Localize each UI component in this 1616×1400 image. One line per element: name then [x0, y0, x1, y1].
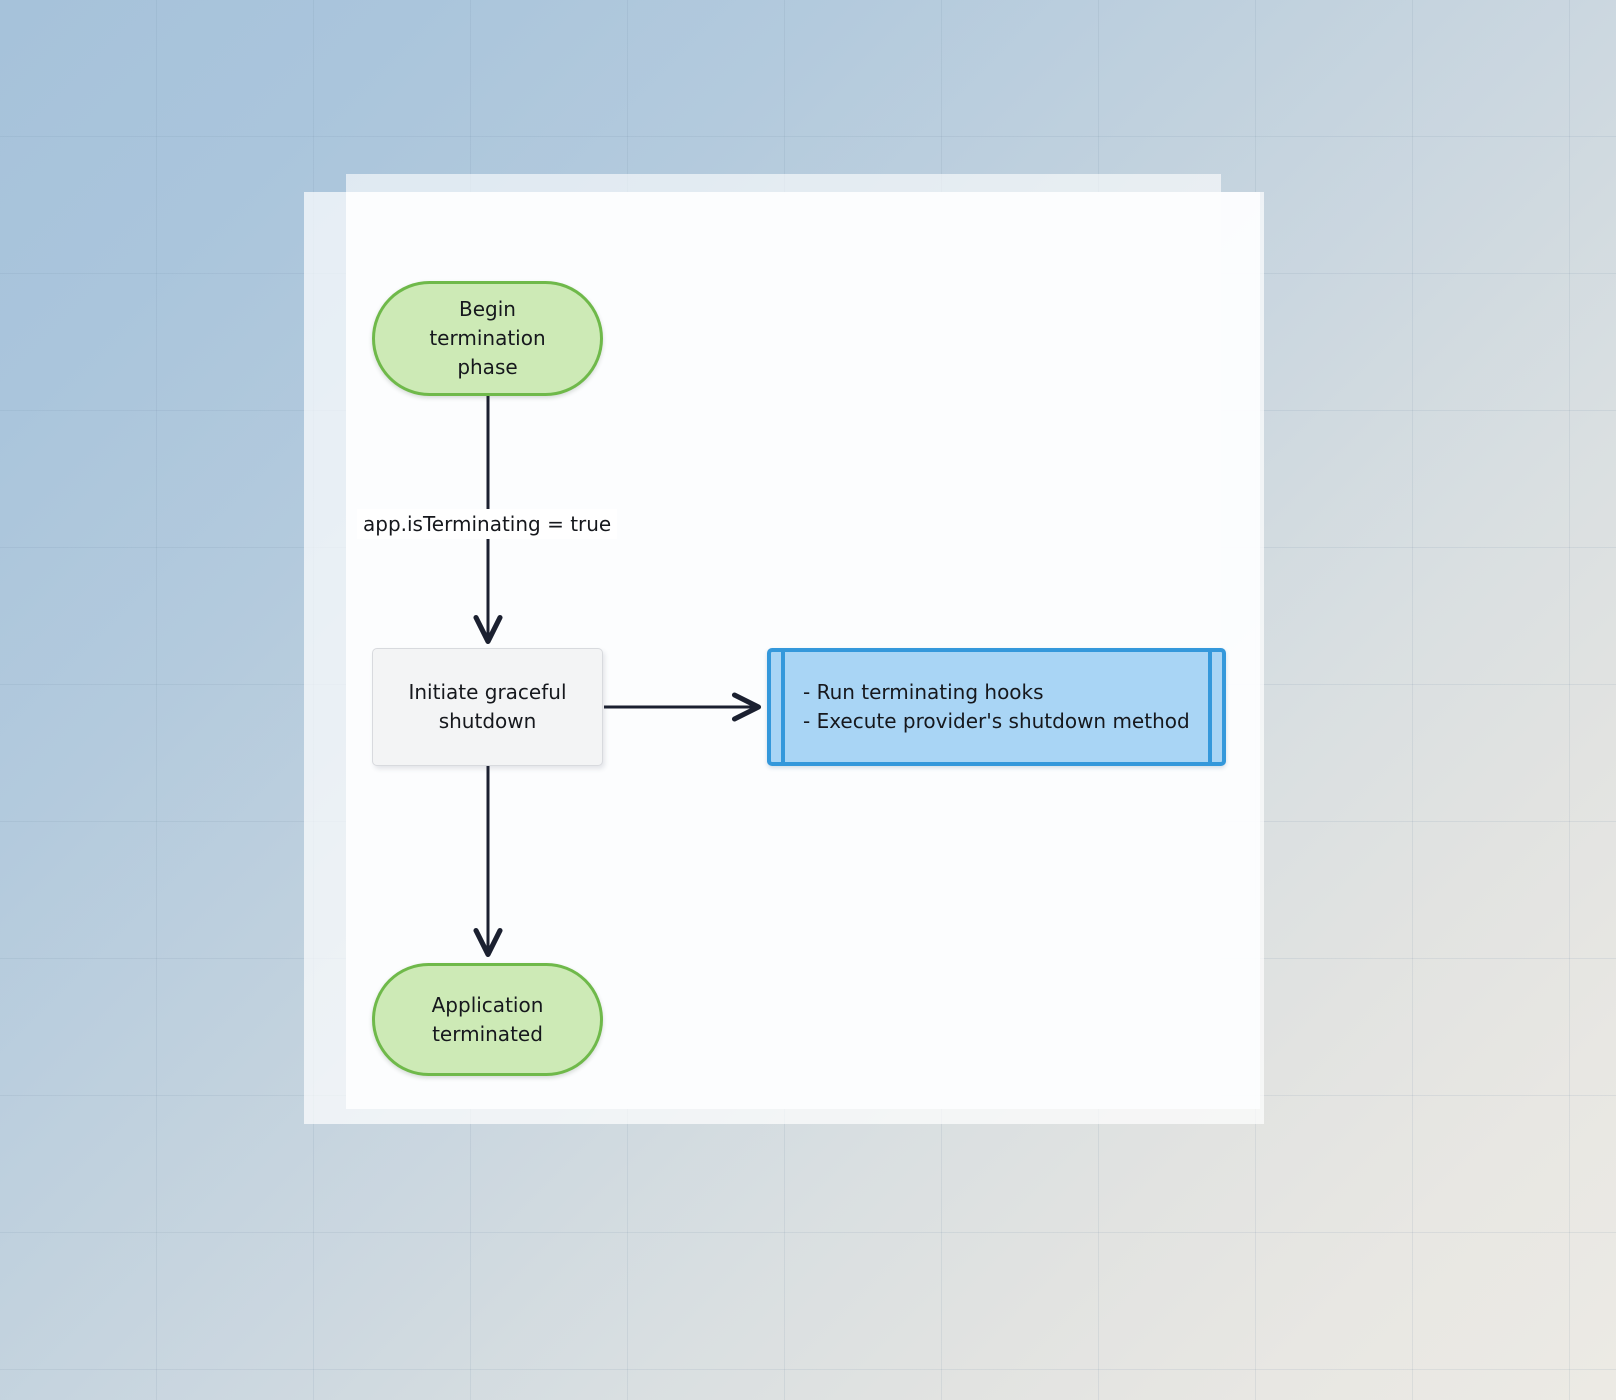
node-hooks-label: - Run terminating hooks - Execute provid… [803, 680, 1190, 733]
edge-label-app-is-terminating: app.isTerminating = true [357, 509, 618, 539]
node-initiate-graceful-shutdown[interactable]: Initiate graceful shutdown [372, 648, 603, 766]
node-terminating-hooks-note[interactable]: - Run terminating hooks - Execute provid… [767, 648, 1226, 766]
node-begin-label: Begin termination phase [429, 297, 546, 379]
node-begin-termination-phase[interactable]: Begin termination phase [372, 281, 603, 396]
node-terminated-label: Application terminated [431, 992, 544, 1046]
subroutine-left-bar [781, 652, 785, 762]
node-initiate-label: Initiate graceful shutdown [408, 680, 567, 733]
node-application-terminated[interactable]: Application terminated [372, 963, 603, 1076]
subroutine-right-bar [1208, 652, 1212, 762]
